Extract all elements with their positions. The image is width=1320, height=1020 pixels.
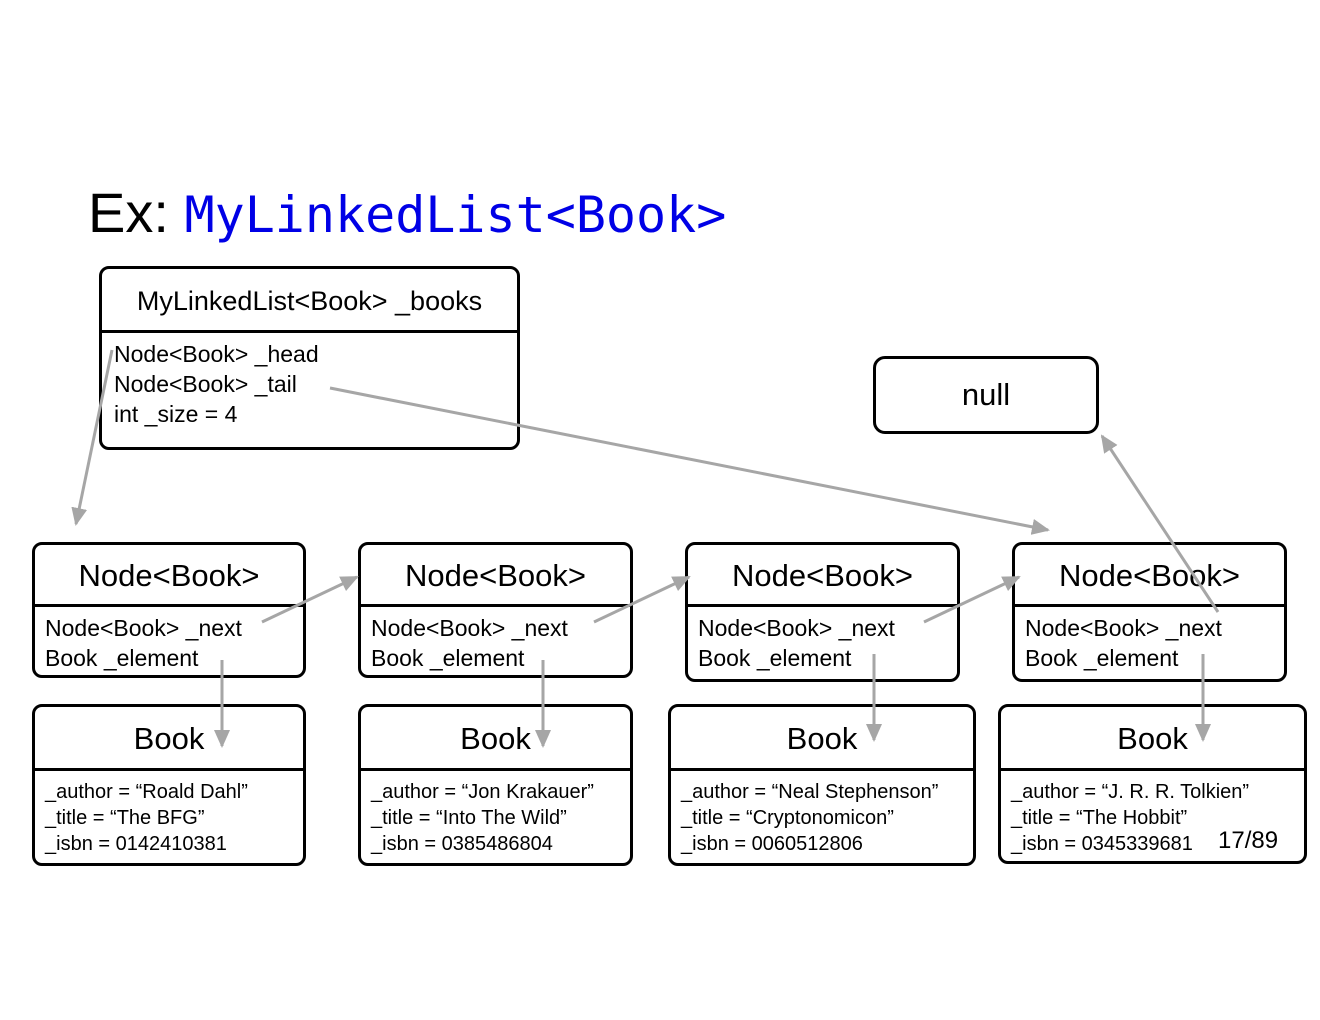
- node-fields: Node<Book> _next Book _element: [35, 607, 303, 673]
- title-field: _title = “The Hobbit”: [1011, 807, 1188, 829]
- null-box: null: [873, 356, 1099, 434]
- element-field: Book _element: [371, 645, 525, 671]
- book-header: Book: [671, 707, 973, 771]
- node-header: Node<Book>: [1015, 545, 1284, 607]
- title-field: _title = “The BFG”: [45, 807, 205, 829]
- next-field: Node<Book> _next: [371, 615, 568, 641]
- book-box-4: Book _author = “J. R. R. Tolkien” _title…: [998, 704, 1307, 864]
- node-box-1: Node<Book> Node<Book> _next Book _elemen…: [32, 542, 306, 678]
- book-header: Book: [1001, 707, 1304, 771]
- node-box-2: Node<Book> Node<Book> _next Book _elemen…: [358, 542, 633, 678]
- book-fields: _author = “Neal Stephenson” _title = “Cr…: [671, 771, 973, 857]
- next-arrow-1: [261, 575, 359, 624]
- node-header: Node<Book>: [688, 545, 957, 607]
- book-box-2: Book _author = “Jon Krakauer” _title = “…: [358, 704, 633, 866]
- head-arrow: [71, 349, 114, 526]
- size-field: int _size = 4: [114, 401, 238, 427]
- isbn-field: _isbn = 0385486804: [371, 833, 553, 855]
- page-number: 17/89: [1218, 827, 1279, 854]
- title-field: _title = “Cryptonomicon”: [681, 807, 894, 829]
- next-field: Node<Book> _next: [1025, 615, 1222, 641]
- node-header: Node<Book>: [35, 545, 303, 607]
- node-box-3: Node<Book> Node<Book> _next Book _elemen…: [685, 542, 960, 682]
- element-field: Book _element: [698, 645, 852, 671]
- title-prefix: Ex:: [88, 181, 169, 244]
- book-box-1: Book _author = “Roald Dahl” _title = “Th…: [32, 704, 306, 866]
- head-field: Node<Book> _head: [114, 341, 319, 367]
- author-field: _author = “Neal Stephenson”: [681, 781, 939, 803]
- book-box-3: Book _author = “Neal Stephenson” _title …: [668, 704, 976, 866]
- next-arrow-4: [1100, 434, 1220, 613]
- linked-list-box: MyLinkedList<Book> _books Node<Book> _he…: [99, 266, 520, 450]
- book-fields: _author = “Roald Dahl” _title = “The BFG…: [35, 771, 303, 857]
- isbn-field: _isbn = 0142410381: [45, 833, 227, 855]
- isbn-field: _isbn = 0060512806: [681, 833, 863, 855]
- next-field: Node<Book> _next: [45, 615, 242, 641]
- next-field: Node<Book> _next: [698, 615, 895, 641]
- book-fields: _author = “Jon Krakauer” _title = “Into …: [361, 771, 630, 857]
- next-arrow-3: [923, 575, 1021, 624]
- title-code: MyLinkedList<Book>: [184, 186, 727, 244]
- book-header: Book: [35, 707, 303, 771]
- book-fields: _author = “J. R. R. Tolkien” _title = “T…: [1001, 771, 1304, 857]
- linked-list-header: MyLinkedList<Book> _books: [102, 269, 517, 333]
- node-fields: Node<Book> _next Book _element: [361, 607, 630, 673]
- tail-arrow: [329, 386, 1050, 535]
- isbn-field: _isbn = 0345339681: [1011, 833, 1193, 855]
- author-field: _author = “Roald Dahl”: [45, 781, 248, 803]
- node-fields: Node<Book> _next Book _element: [688, 607, 957, 673]
- node-fields: Node<Book> _next Book _element: [1015, 607, 1284, 673]
- element-field: Book _element: [1025, 645, 1179, 671]
- tail-field: Node<Book> _tail: [114, 371, 297, 397]
- next-arrow-2: [593, 575, 691, 624]
- book-header: Book: [361, 707, 630, 771]
- title-field: _title = “Into The Wild”: [371, 807, 567, 829]
- node-box-4: Node<Book> Node<Book> _next Book _elemen…: [1012, 542, 1287, 682]
- linked-list-fields: Node<Book> _head Node<Book> _tail int _s…: [102, 333, 517, 429]
- author-field: _author = “J. R. R. Tolkien”: [1011, 781, 1250, 803]
- node-header: Node<Book>: [361, 545, 630, 607]
- element-field: Book _element: [45, 645, 199, 671]
- slide-title: Ex: MyLinkedList<Book>: [88, 178, 726, 250]
- author-field: _author = “Jon Krakauer”: [371, 781, 594, 803]
